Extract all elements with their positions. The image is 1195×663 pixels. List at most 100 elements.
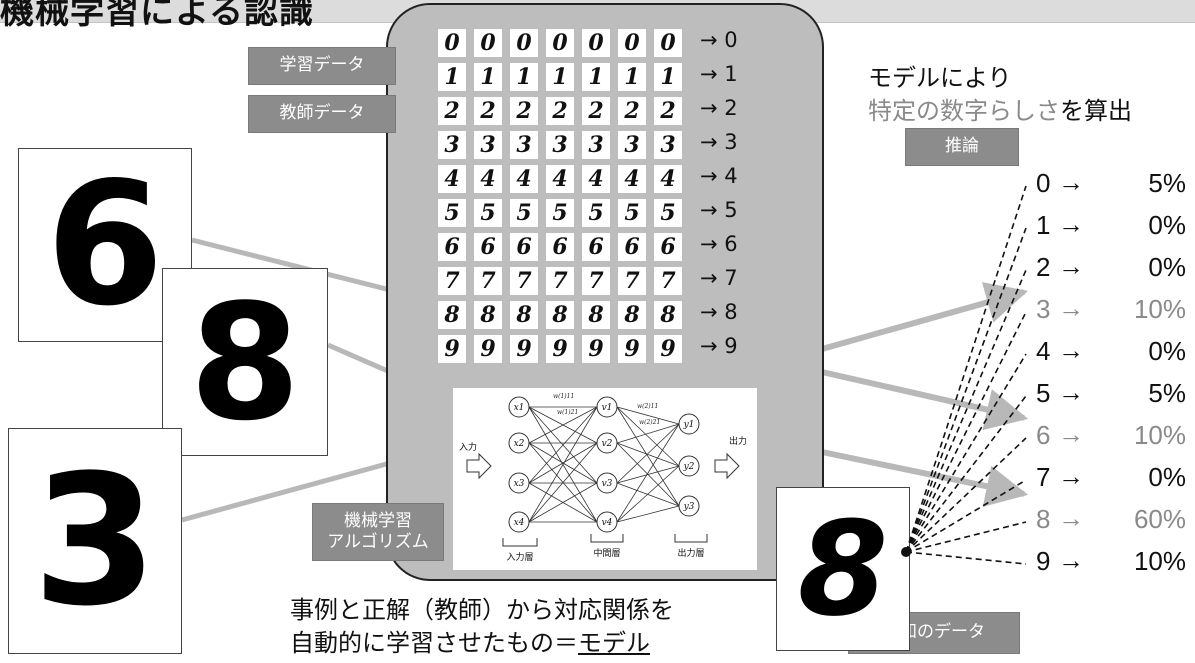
ml-algorithm-label-line1: 機械学習 — [344, 510, 412, 531]
result-digit: 5 — [1036, 378, 1051, 408]
digit-glyph: 3 — [32, 436, 158, 646]
digit-row-target: → 9 — [700, 334, 738, 358]
weight-label: w(1)11 — [553, 393, 574, 400]
input-node — [508, 472, 530, 494]
digit-cell: 7 — [582, 267, 610, 295]
result-digit: 3 — [1036, 294, 1051, 324]
digit-cell: 2 — [474, 97, 502, 125]
edge — [616, 423, 680, 444]
edge — [616, 406, 680, 425]
result-row-0: 0→5% — [1036, 167, 1186, 204]
node-label: x4 — [514, 518, 525, 528]
digit-row-1: 1 1 1 1 1 1 1 → 1 — [438, 62, 778, 91]
digit-row-2: 2 2 2 2 2 2 2 → 2 — [438, 96, 778, 125]
result-row-5: 5→5% — [1036, 377, 1186, 414]
result-row-4: 4→0% — [1036, 335, 1186, 372]
digit-cell: 9 — [582, 335, 610, 363]
result-digit: 8 — [1036, 504, 1051, 534]
digit-row-target: → 5 — [700, 198, 738, 222]
inference-label: 推論 — [905, 128, 1019, 166]
digit-cell: 4 — [474, 165, 502, 193]
edge — [616, 406, 680, 507]
digit-cell: 9 — [474, 335, 502, 363]
result-percent: 0% — [1148, 336, 1186, 366]
digit-glyph: 8 — [797, 493, 889, 645]
digit-cell: 0 — [438, 29, 466, 57]
digit-cell: 6 — [654, 233, 682, 261]
node-label: v1 — [602, 403, 613, 413]
digit-cell: 3 — [510, 131, 538, 159]
result-arrow: → — [1058, 545, 1084, 575]
edge — [528, 482, 598, 523]
nn-input-label: 入力 — [459, 441, 477, 453]
edge — [616, 423, 680, 484]
digit-cell: 0 — [582, 29, 610, 57]
layer-label: 中間層 — [593, 547, 620, 559]
right-title-grey: 特定の数字らしさ — [868, 97, 1060, 125]
ml-algorithm-label-line2: アルゴリズム — [327, 532, 429, 552]
digit-cell: 5 — [618, 199, 646, 227]
digit-row-target: → 1 — [700, 62, 738, 86]
input-image-8: 8 — [162, 268, 328, 456]
output-node — [678, 495, 700, 517]
digit-cell: 8 — [474, 301, 502, 329]
node-label: v2 — [602, 439, 613, 449]
digit-cell: 4 — [654, 165, 682, 193]
digit-cell: 8 — [510, 301, 538, 329]
connector-6-to-panel — [191, 237, 391, 293]
output-arrow-icon — [714, 452, 740, 480]
digit-cell: 0 — [510, 29, 538, 57]
edge — [616, 442, 680, 467]
digit-cell: 1 — [510, 63, 538, 91]
digit-cell: 1 — [582, 63, 610, 91]
edge — [616, 406, 680, 467]
digit-cell: 3 — [582, 131, 610, 159]
digit-cell: 9 — [618, 335, 646, 363]
training-data-label: 学習データ — [248, 47, 396, 85]
caption-line-2-prefix: 自動的に学習させたもの＝ — [290, 629, 578, 657]
result-digit: 6 — [1036, 420, 1051, 450]
digit-row-target: → 2 — [700, 96, 738, 120]
digit-cell: 1 — [618, 63, 646, 91]
hidden-node — [596, 511, 618, 533]
digit-cell: 2 — [510, 97, 538, 125]
result-row-3: 3→10% — [1036, 293, 1186, 330]
digit-row-target: → 6 — [700, 232, 738, 256]
layer-label: 入力層 — [506, 551, 533, 563]
digit-cell: 2 — [654, 97, 682, 125]
digit-row-3: 3 3 3 3 3 3 3 → 3 — [438, 130, 778, 159]
digit-cell: 0 — [546, 29, 574, 57]
digit-cell: 1 — [438, 63, 466, 91]
edge — [528, 406, 598, 523]
output-arrow-3 — [821, 282, 1029, 352]
output-node — [678, 455, 700, 477]
result-digit: 0 — [1036, 168, 1051, 198]
model-caption: 事例と正解（教師）から対応関係を 自動的に学習させたもの＝モデル — [290, 594, 674, 660]
digit-cell: 7 — [618, 267, 646, 295]
connector-8-to-panel — [327, 342, 391, 375]
digit-cell: 6 — [618, 233, 646, 261]
digit-cell: 4 — [618, 165, 646, 193]
digit-cell: 8 — [582, 301, 610, 329]
result-arrow: → — [1058, 503, 1084, 533]
digit-cell: 2 — [438, 97, 466, 125]
input-image-3: 3 — [8, 428, 182, 654]
input-node — [508, 432, 530, 454]
result-percent: 5% — [1148, 378, 1186, 408]
digit-cell: 3 — [618, 131, 646, 159]
digit-glyph: 8 — [189, 268, 301, 456]
digit-cell: 2 — [618, 97, 646, 125]
result-arrow: → — [1058, 335, 1084, 365]
result-percent: 10% — [1133, 546, 1186, 576]
node-label: y2 — [683, 462, 695, 472]
result-digit: 9 — [1036, 546, 1051, 576]
digit-cell: 0 — [618, 29, 646, 57]
connector-3-to-panel — [181, 460, 391, 523]
digit-cell: 5 — [546, 199, 574, 227]
input-arrow-icon — [466, 452, 492, 480]
layer-bracket — [590, 534, 624, 543]
hidden-node — [596, 432, 618, 454]
node-label: y1 — [683, 420, 695, 430]
output-arrow-6 — [821, 369, 1029, 431]
digit-cell: 5 — [582, 199, 610, 227]
